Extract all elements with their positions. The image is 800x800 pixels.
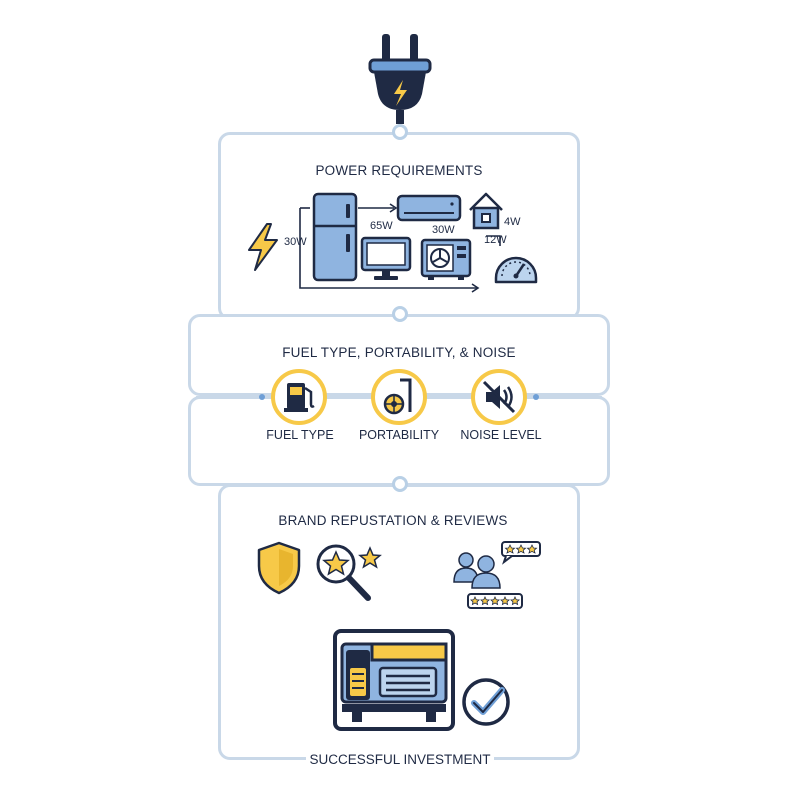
house-wattage-label: 4W	[504, 216, 521, 228]
fuel-pump-icon	[271, 369, 327, 425]
successful-investment-label-bg	[306, 750, 494, 770]
brand-reputation-title: BRAND REPUSTATION & REVIEWS	[278, 513, 508, 528]
fuel-type-item	[268, 366, 332, 462]
tv-wattage-label: 30W	[432, 224, 455, 236]
microwave-fan-icon	[420, 238, 472, 280]
generator-icon	[333, 629, 455, 731]
muted-speaker-icon	[471, 369, 527, 425]
noise-level-label: NOISE LEVEL	[460, 428, 542, 442]
lightning-icon	[248, 223, 278, 271]
power-plug-icon	[368, 34, 432, 124]
fuel-type-label: FUEL TYPE	[266, 428, 334, 442]
fridge-wattage-label: 30W	[284, 236, 307, 248]
successful-investment-label: SUCCESSFUL INVESTMENT	[309, 752, 491, 767]
shield-icon	[257, 541, 301, 595]
reviewers-rating-icon	[453, 541, 541, 609]
portability-label: PORTABILITY	[358, 428, 440, 442]
check-circle-icon	[462, 678, 510, 726]
magnifier-star-icon	[316, 544, 382, 601]
connector-node-mid	[392, 306, 408, 322]
ac-wattage-label: 65W	[370, 220, 393, 232]
monitor-icon	[360, 236, 412, 280]
gauge-wattage-label: 12W	[484, 234, 507, 246]
portable-wheel-icon	[371, 369, 427, 425]
gauge-icon	[494, 256, 538, 284]
house-icon	[469, 192, 503, 230]
connector-node-bottom	[392, 476, 408, 492]
power-requirements-title: POWER REQUIREMENTS	[315, 163, 483, 178]
connector-node-top	[392, 124, 408, 140]
fuel-portability-noise-title: FUEL TYPE, PORTABILITY, & NOISE	[282, 345, 516, 360]
refrigerator-icon	[312, 192, 358, 282]
air-conditioner-icon	[396, 194, 462, 222]
